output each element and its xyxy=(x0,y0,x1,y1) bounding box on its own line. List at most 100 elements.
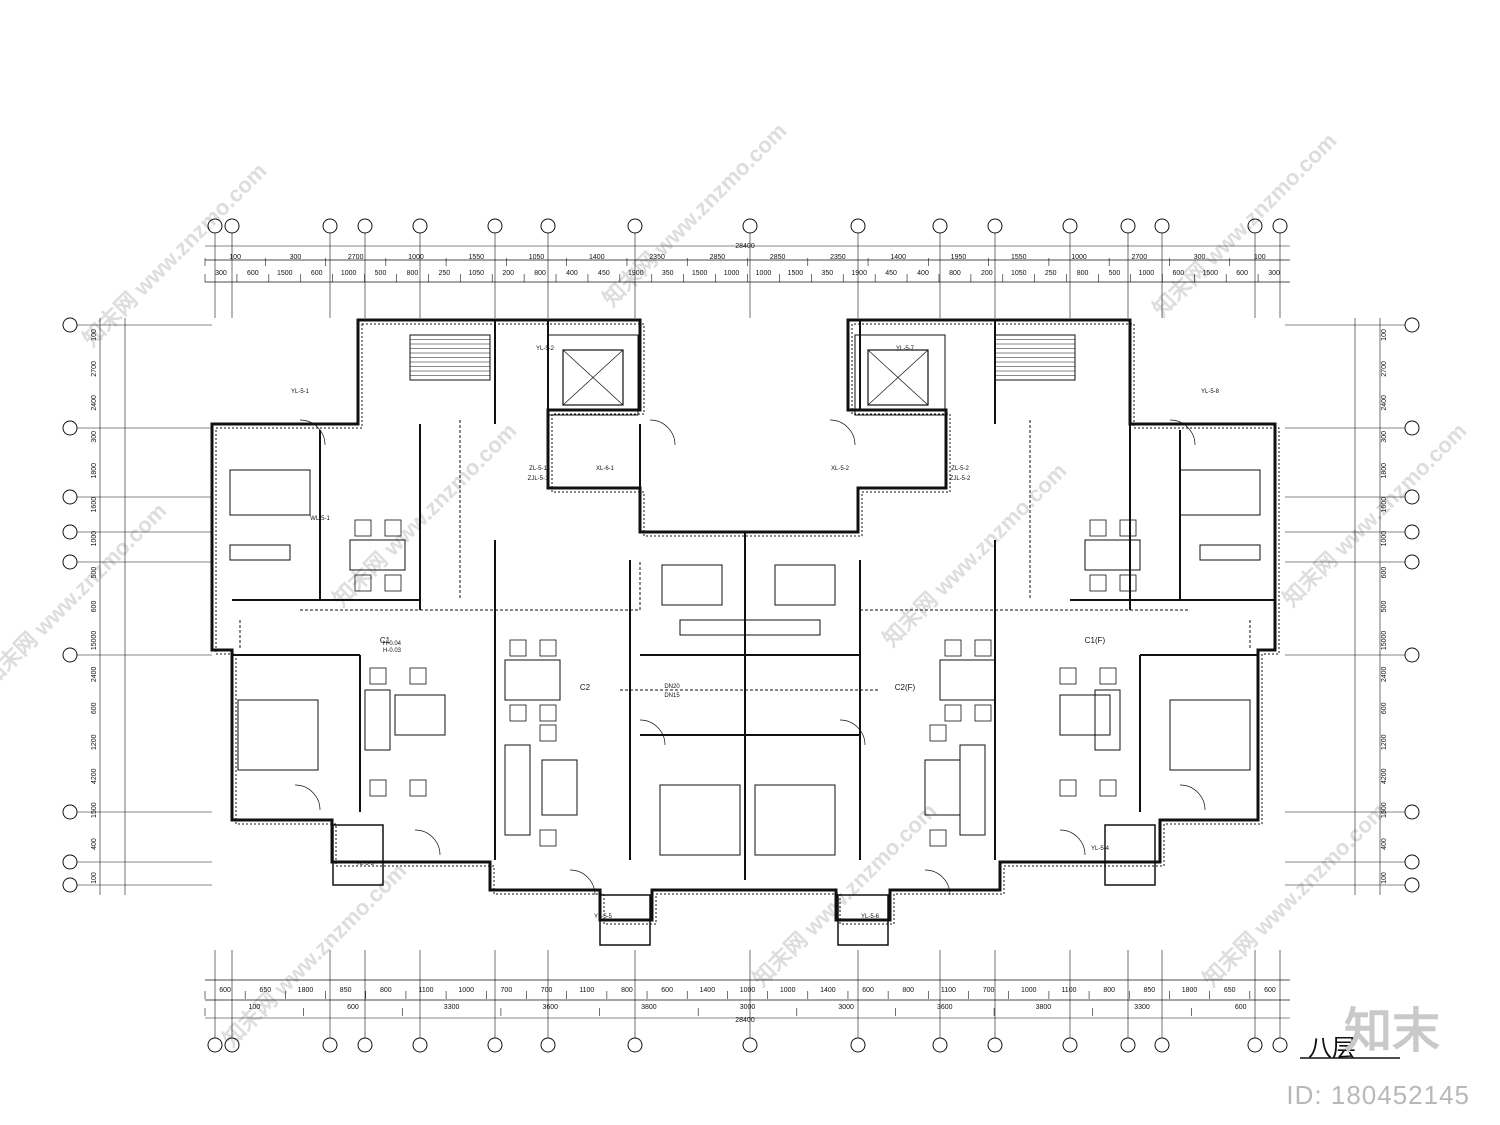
dimension-label: 300 xyxy=(91,431,98,443)
chair xyxy=(384,574,402,592)
coffee-table xyxy=(1059,694,1111,736)
chair xyxy=(1119,574,1137,592)
bed xyxy=(1169,699,1251,771)
pipe-label: YL-5-2 xyxy=(536,346,555,352)
dimension-label: 1500 xyxy=(1381,802,1388,818)
axis-bubble xyxy=(1272,1037,1288,1053)
axis-bubble xyxy=(1120,218,1136,234)
dimension-label: 600 xyxy=(219,987,231,994)
dimension-label: 3300 xyxy=(1134,1004,1150,1011)
dining-table xyxy=(939,659,996,701)
axis-bubble xyxy=(487,1037,503,1053)
dimension-label: 450 xyxy=(885,270,897,277)
dimension-label: 1000 xyxy=(740,987,756,994)
dimension-label: 800 xyxy=(949,270,961,277)
cabinet xyxy=(229,544,291,561)
dimension-label: 350 xyxy=(821,270,833,277)
axis-bubble xyxy=(62,877,78,893)
pipe-label: YL-5-1 xyxy=(291,389,310,395)
dimension-label: 700 xyxy=(983,987,995,994)
dimension-label: 3800 xyxy=(641,1004,657,1011)
dimension-label: 1950 xyxy=(951,254,967,261)
axis-bubble xyxy=(207,1037,223,1053)
chair xyxy=(1089,574,1107,592)
kitchen-counter xyxy=(774,564,836,606)
dimension-label: 800 xyxy=(407,270,419,277)
bed xyxy=(1179,469,1261,516)
chair xyxy=(509,639,527,657)
axis-bubble xyxy=(1154,218,1170,234)
axis-bubble xyxy=(357,1037,373,1053)
chair xyxy=(929,829,947,847)
dimension-label: 2700 xyxy=(91,361,98,377)
building-outline xyxy=(210,318,1277,922)
axis-bubble xyxy=(1272,218,1288,234)
bed xyxy=(237,699,319,771)
pipe-label: H-0.04 xyxy=(383,641,402,647)
dimension-label: 600 xyxy=(247,270,259,277)
coffee-table xyxy=(394,694,446,736)
brand-mark: 知末 xyxy=(1343,1003,1440,1059)
chair xyxy=(409,779,427,797)
dimension-label: 800 xyxy=(534,270,546,277)
sofa xyxy=(1094,689,1121,751)
dimension-label: 600 xyxy=(1381,702,1388,714)
dimension-label: 1200 xyxy=(1381,734,1388,750)
dimension-label: 200 xyxy=(981,270,993,277)
pipe-label: XL-5-2 xyxy=(831,466,850,472)
dimension-label: 1400 xyxy=(890,254,906,261)
dimension-label: 2400 xyxy=(91,395,98,411)
axis-bubble xyxy=(322,218,338,234)
sofa xyxy=(504,744,531,836)
dimension-total: 28400 xyxy=(735,1017,755,1024)
dimension-label: 650 xyxy=(1224,987,1236,994)
dimension-label: 350 xyxy=(662,270,674,277)
dimension-label: 1000 xyxy=(780,987,796,994)
dimension-label: 15000 xyxy=(1381,631,1388,651)
dimension-label: 600 xyxy=(311,270,323,277)
axis-bubble xyxy=(1404,877,1420,893)
axis-bubble xyxy=(850,218,866,234)
dimension-label: 2350 xyxy=(649,254,665,261)
watermark-text: 知末网 www.znzmo.com xyxy=(0,498,171,691)
dimension-label: 1900 xyxy=(851,270,867,277)
axis-bubble xyxy=(1404,854,1420,870)
dimension-label: 1800 xyxy=(1381,463,1388,479)
dimension-label: 4200 xyxy=(1381,768,1388,784)
dimension-label: 1200 xyxy=(91,734,98,750)
chair xyxy=(539,724,557,742)
dimension-label: 1050 xyxy=(529,254,545,261)
dimension-label: 1400 xyxy=(589,254,605,261)
chair xyxy=(944,639,962,657)
dimension-label: 600 xyxy=(1381,567,1388,579)
axis-bubble xyxy=(742,1037,758,1053)
dining-table xyxy=(504,659,561,701)
dimension-label: 200 xyxy=(502,270,514,277)
dimension-label: 1500 xyxy=(277,270,293,277)
dimension-label: 600 xyxy=(1264,987,1276,994)
dimension-label: 250 xyxy=(438,270,450,277)
chair xyxy=(354,574,372,592)
axis-bubble xyxy=(412,218,428,234)
axis-bubble xyxy=(987,218,1003,234)
dimension-label: 100 xyxy=(91,872,98,884)
dimension-label: 2350 xyxy=(830,254,846,261)
axis-bubble xyxy=(487,218,503,234)
chair xyxy=(354,519,372,537)
axis-bubble xyxy=(742,218,758,234)
dimension-total: 28400 xyxy=(735,243,755,250)
axis-bubble xyxy=(540,218,556,234)
dimension-label: 800 xyxy=(902,987,914,994)
watermark-text: 知末网 www.znzmo.com xyxy=(1278,418,1471,611)
pipe-label: H-0.03 xyxy=(383,648,402,654)
dimension-label: 1550 xyxy=(468,254,484,261)
dimension-label: 250 xyxy=(1045,270,1057,277)
dimension-label: 3000 xyxy=(740,1004,756,1011)
cabinet xyxy=(679,619,821,636)
elevator-cross xyxy=(562,349,624,406)
wall-insulation xyxy=(215,323,1280,925)
dimension-label: 1800 xyxy=(1182,987,1198,994)
dimension-label: 300 xyxy=(1268,270,1280,277)
axis-bubble xyxy=(850,1037,866,1053)
dimension-label: 400 xyxy=(566,270,578,277)
